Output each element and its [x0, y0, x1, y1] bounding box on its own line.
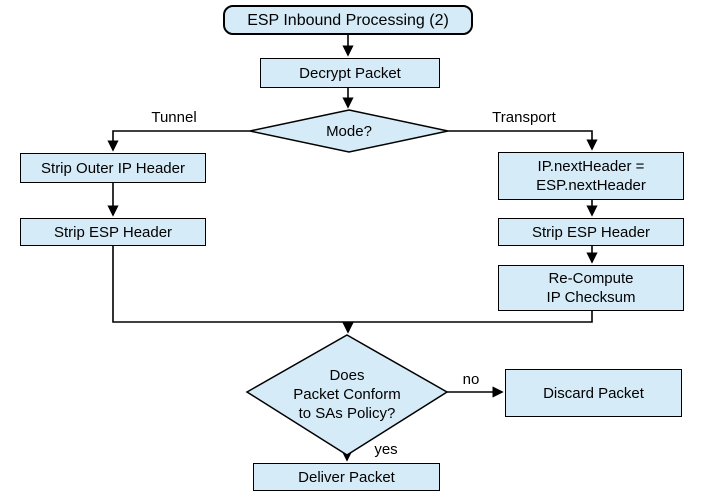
policy-decision-diamond — [245, 334, 449, 456]
node-discard-packet: Discard Packet — [505, 369, 682, 417]
branch-label-no: no — [462, 371, 480, 388]
node-esp-inbound-processing: ESP Inbound Processing (2) — [223, 5, 473, 35]
node-strip-esp-header-transport: Strip ESP Header — [498, 218, 684, 246]
edge-mode-transport — [448, 130, 598, 151]
branch-label-yes: yes — [374, 441, 398, 458]
node-strip-outer-ip-header: Strip Outer IP Header — [20, 153, 206, 183]
branch-label-transport: Transport — [492, 109, 556, 126]
node-strip-esp-header-tunnel: Strip ESP Header — [20, 218, 206, 246]
node-deliver-packet: Deliver Packet — [253, 463, 440, 491]
node-ip-nextheader: IP.nextHeader = ESP.nextHeader — [498, 152, 684, 200]
edge-mode-tunnel — [107, 130, 250, 152]
node-recompute-ip-checksum: Re-Compute IP Checksum — [498, 265, 684, 311]
mode-decision-diamond — [249, 109, 449, 153]
node-decrypt-packet: Decrypt Packet — [260, 58, 440, 88]
branch-label-tunnel: Tunnel — [151, 109, 197, 126]
edge-merge-bus — [112, 245, 593, 323]
